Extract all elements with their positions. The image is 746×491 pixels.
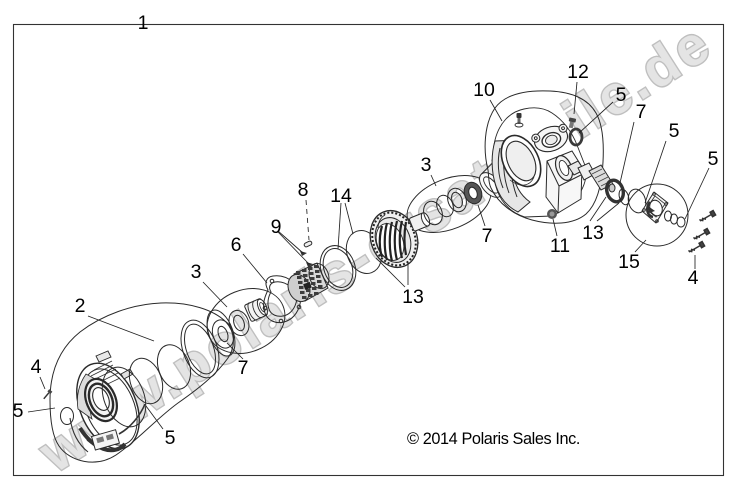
svg-text:14: 14 <box>330 185 352 207</box>
svg-text:4: 4 <box>31 356 42 378</box>
svg-text:6: 6 <box>231 234 242 256</box>
svg-text:5: 5 <box>669 120 680 142</box>
svg-text:8: 8 <box>298 179 309 201</box>
svg-text:3: 3 <box>421 154 432 176</box>
svg-text:2: 2 <box>75 295 86 317</box>
svg-text:7: 7 <box>238 357 249 379</box>
svg-text:13: 13 <box>402 286 424 308</box>
svg-text:12: 12 <box>567 61 589 83</box>
svg-text:4: 4 <box>688 267 699 289</box>
svg-text:1: 1 <box>138 12 149 34</box>
svg-text:10: 10 <box>473 79 495 101</box>
svg-text:5: 5 <box>708 148 719 170</box>
svg-text:13: 13 <box>582 222 604 244</box>
svg-text:3: 3 <box>191 261 202 283</box>
svg-text:© 2014 Polaris Sales Inc.: © 2014 Polaris Sales Inc. <box>407 430 580 448</box>
svg-text:9: 9 <box>271 216 282 238</box>
svg-text:7: 7 <box>482 225 493 247</box>
svg-text:7: 7 <box>636 101 647 123</box>
svg-text:5: 5 <box>165 427 176 449</box>
svg-text:5: 5 <box>616 84 627 106</box>
svg-text:11: 11 <box>550 235 570 257</box>
svg-text:15: 15 <box>618 251 640 273</box>
svg-text:5: 5 <box>13 400 24 422</box>
